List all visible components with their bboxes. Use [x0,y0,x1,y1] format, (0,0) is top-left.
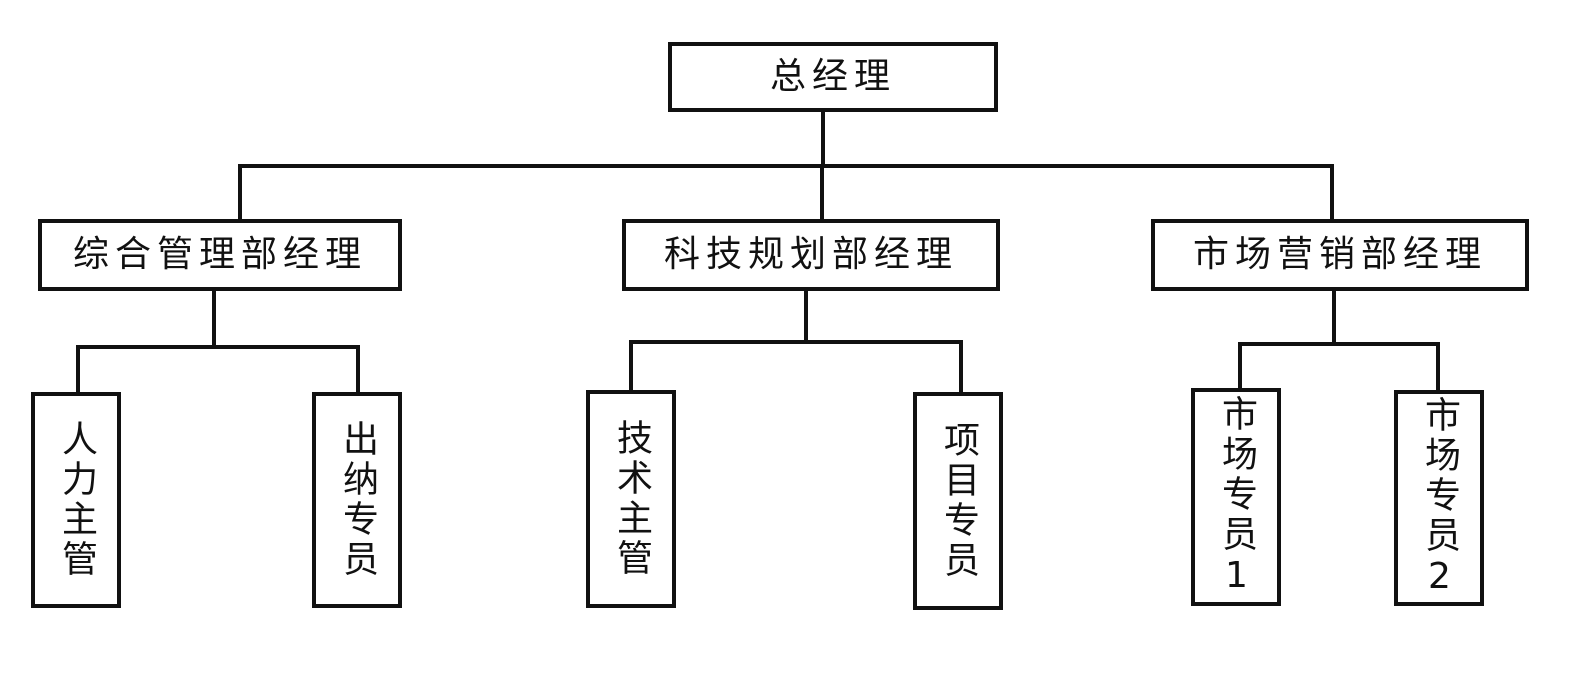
node-dept-marketing-label: 市场营销部经理 [1192,234,1487,275]
node-dept-general-admin: 综合管理部经理 [38,219,402,291]
node-dept-general-admin-label: 综合管理部经理 [72,234,367,275]
node-staff-tech-supervisor-label: 技术主管 [611,419,652,579]
node-staff-hr-supervisor-label: 人力主管 [56,420,97,580]
node-staff-cashier-label: 出纳专员 [337,420,378,580]
node-staff-marketing-specialist-1: 市场专员1 [1191,388,1281,606]
node-general-manager: 总经理 [668,42,998,112]
node-dept-marketing: 市场营销部经理 [1151,219,1529,291]
node-staff-marketing-specialist-2: 市场专员2 [1394,390,1484,606]
node-dept-tech-planning-label: 科技规划部经理 [663,234,958,275]
node-staff-project-specialist-label: 项目专员 [938,421,979,581]
node-staff-hr-supervisor: 人力主管 [31,392,121,608]
node-staff-marketing-specialist-2-label: 市场专员2 [1419,395,1460,601]
node-general-manager-label: 总经理 [769,56,896,97]
node-staff-tech-supervisor: 技术主管 [586,390,676,608]
node-staff-cashier: 出纳专员 [312,392,402,608]
node-staff-project-specialist: 项目专员 [913,392,1003,610]
node-dept-tech-planning: 科技规划部经理 [622,219,1000,291]
node-staff-marketing-specialist-1-label: 市场专员1 [1216,394,1257,600]
